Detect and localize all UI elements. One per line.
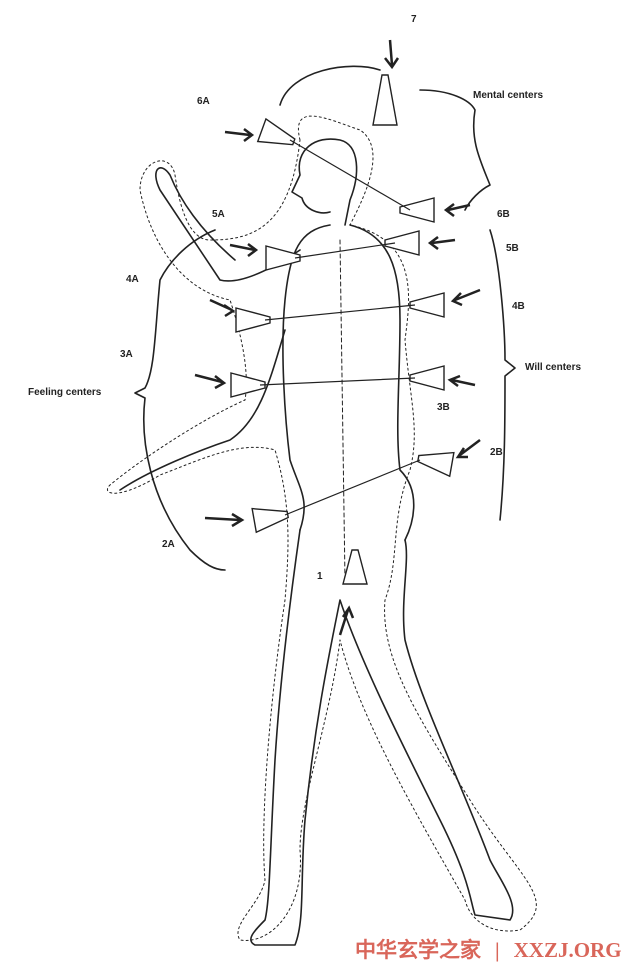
arm (119, 167, 301, 491)
watermark-name: 中华玄学之家 (355, 938, 481, 962)
chakra-cone-6a (256, 117, 296, 146)
label-center-5b: 5B (506, 243, 519, 254)
label-center-3b: 3B (437, 402, 450, 413)
chakra-cone-7 (372, 74, 398, 126)
legs (250, 529, 514, 946)
label-center-4a: 4A (126, 274, 139, 285)
chakra-cone-5b (384, 230, 420, 256)
chakra-cone-6b (399, 197, 435, 223)
will-brace (489, 229, 516, 521)
label-center-2b: 2B (490, 447, 503, 458)
chakra-cone-4b (409, 292, 445, 318)
chakra-cones (230, 74, 455, 585)
feeling-brace (134, 229, 226, 571)
label-feeling-centers: Feeling centers (28, 387, 102, 398)
torso (282, 224, 415, 541)
watermark-site: XXZJ.ORG (513, 938, 622, 962)
label-mental-centers: Mental centers (473, 90, 544, 101)
watermark-separator: | (495, 938, 500, 962)
label-will-centers: Will centers (525, 362, 582, 373)
chakra-cone-3a (230, 372, 266, 398)
chakra-cone-2b (416, 451, 455, 478)
head (291, 138, 358, 226)
label-center-7: 7 (411, 14, 417, 25)
label-center-2a: 2A (162, 539, 175, 550)
connecting-lines (259, 139, 421, 516)
watermark: 中华玄学之家 | XXZJ.ORG (355, 934, 636, 964)
mental-brace (279, 65, 491, 211)
chakra-cone-3b (409, 365, 445, 391)
aura-outline (107, 115, 537, 941)
label-center-3a: 3A (120, 349, 133, 360)
label-center-1: 1 (317, 571, 323, 582)
label-center-4b: 4B (512, 301, 525, 312)
spine (339, 239, 346, 581)
chakra-cone-5a (265, 245, 301, 271)
chakra-cone-1 (342, 549, 368, 585)
label-center-6b: 6B (497, 209, 510, 220)
label-center-6a: 6A (197, 96, 210, 107)
chakra-cone-2a (251, 507, 290, 534)
chakra-cone-4a (235, 307, 271, 333)
arrows (194, 39, 481, 636)
label-center-5a: 5A (212, 209, 225, 220)
